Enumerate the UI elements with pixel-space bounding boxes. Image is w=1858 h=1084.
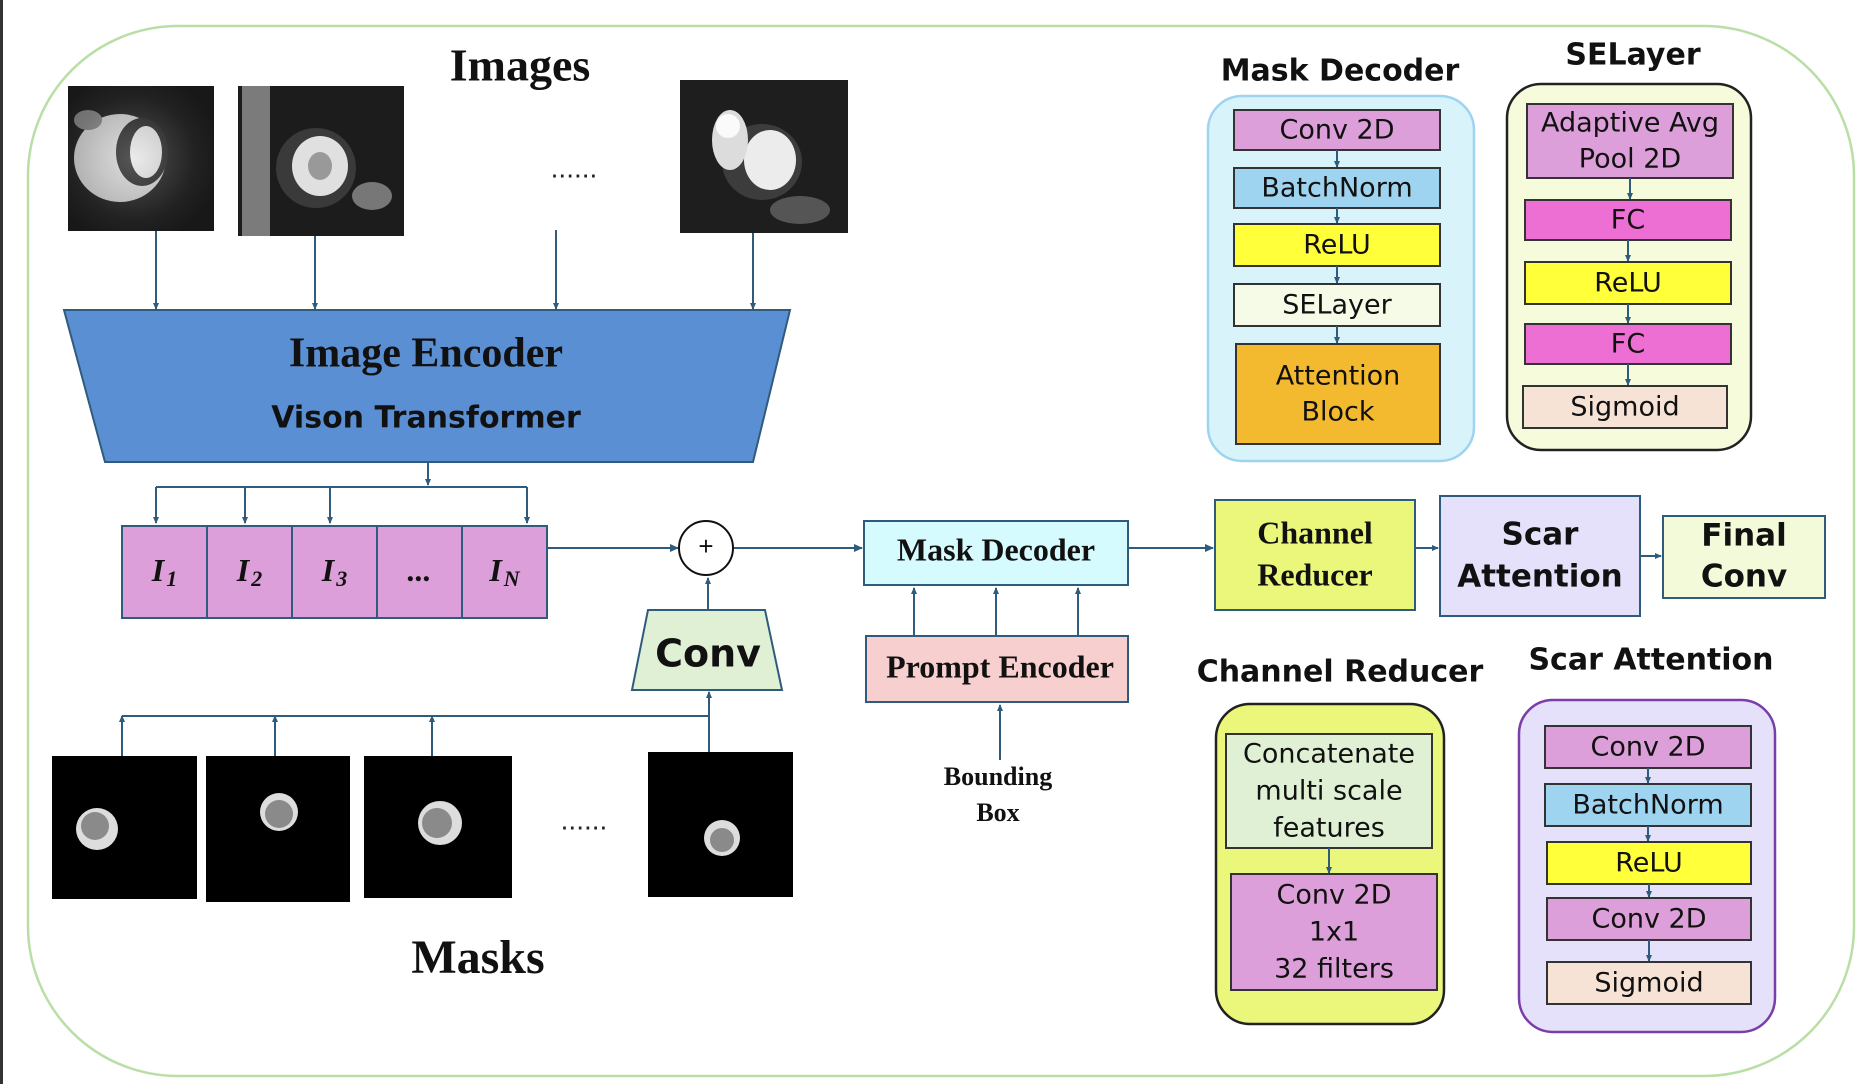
mask-image-1	[52, 756, 197, 899]
layer-box	[1522, 385, 1728, 429]
image-encoder-title: Image Encoder	[289, 331, 563, 377]
prompt-encoder-block	[865, 635, 1129, 703]
image-encoder	[62, 309, 792, 463]
layer-box	[1544, 725, 1752, 769]
conv-block	[630, 609, 784, 691]
layer-box	[1524, 261, 1732, 305]
layer-box	[1225, 733, 1433, 849]
layer-label: ReLU	[1615, 848, 1683, 879]
layer-label: SELayer	[1282, 290, 1392, 321]
layer-label: Adaptive Avg	[1541, 108, 1719, 139]
layer-box	[1546, 841, 1752, 885]
layer-label: ReLU	[1594, 268, 1662, 299]
plus-symbol: +	[698, 531, 713, 561]
token-cell	[461, 525, 548, 619]
token-label: IN	[488, 552, 520, 591]
mask-decoder-block	[863, 520, 1129, 586]
scar-attention-block	[1439, 495, 1641, 617]
final-conv-label-line2: Conv	[1701, 559, 1787, 595]
channel-reducer-label-line1: Channel	[1257, 514, 1373, 550]
mri-image-1	[68, 86, 214, 231]
token-label: I3	[321, 552, 347, 591]
layer-label: Sigmoid	[1570, 392, 1679, 423]
mask-image-3	[364, 756, 512, 898]
layer-label: FC	[1611, 205, 1645, 236]
token-cell	[291, 525, 378, 619]
layer-box	[1230, 873, 1438, 991]
layer-box	[1526, 103, 1734, 179]
channel-reducer-block	[1214, 499, 1416, 611]
token-sequence: I1 I2 I3... IN	[121, 525, 548, 619]
layer-label: Concatenate	[1243, 739, 1415, 770]
masks-to-conv-arrows	[119, 691, 712, 756]
conv-label: Conv	[655, 632, 761, 676]
image-encoder-subtitle: Vison Transformer	[271, 401, 581, 436]
scar-attention-panel-title: Scar Attention	[1528, 643, 1773, 678]
prompt-encoder-label: Prompt Encoder	[886, 648, 1114, 684]
layer-label: Sigmoid	[1594, 968, 1703, 999]
images-ellipsis: ......	[551, 152, 598, 183]
layer-label: 1x1	[1309, 917, 1359, 948]
layer-label: BatchNorm	[1261, 173, 1412, 204]
final-conv-label-line1: Final	[1701, 518, 1786, 554]
layer-label: Conv 2D	[1276, 880, 1391, 911]
layer-box	[1235, 343, 1441, 445]
layer-box	[1544, 783, 1752, 827]
bounding-box-label-line1: Bounding	[944, 762, 1052, 791]
image-to-encoder-arrows	[153, 230, 756, 310]
layer-box	[1233, 283, 1441, 327]
masks-title: Masks	[411, 931, 544, 984]
layer-box	[1546, 961, 1752, 1005]
layer-label: Attention	[1276, 361, 1401, 392]
token-cell	[121, 525, 208, 619]
layer-label: Conv 2D	[1279, 115, 1394, 146]
layer-label: Conv 2D	[1591, 904, 1706, 935]
mask-image-2	[206, 756, 350, 902]
scar-attention-label-line2: Attention	[1457, 559, 1623, 595]
plus-node	[678, 520, 734, 576]
encoder-to-tokens-arrows	[153, 462, 530, 524]
layer-label: 32 filters	[1274, 954, 1394, 985]
mask-decoder-label: Mask Decoder	[897, 531, 1095, 567]
selayer-panel-title: SELayer	[1565, 38, 1700, 73]
mri-image-3	[680, 80, 848, 233]
layer-label: multi scale	[1255, 776, 1402, 807]
images-title: Images	[450, 40, 591, 91]
final-conv-block	[1662, 515, 1826, 599]
layer-label: Conv 2D	[1590, 732, 1705, 763]
layer-label: FC	[1611, 329, 1645, 360]
masks-ellipsis: ......	[561, 804, 608, 835]
window-edge	[0, 0, 3, 1084]
outer-frame	[26, 24, 1856, 1078]
token-label: I1	[151, 552, 177, 591]
layer-label: features	[1273, 813, 1385, 844]
layer-label: BatchNorm	[1572, 790, 1723, 821]
layer-label: Pool 2D	[1579, 144, 1681, 175]
mri-image-2	[238, 86, 404, 236]
prompt-to-decoder-arrows	[911, 587, 1081, 760]
channel-reducer-panel-title: Channel Reducer	[1197, 655, 1484, 690]
token-label: ...	[408, 552, 432, 588]
scar-attention-label-line1: Scar	[1502, 517, 1580, 553]
token-cell	[376, 525, 463, 619]
layer-box	[1233, 109, 1441, 151]
layer-label: ReLU	[1303, 230, 1371, 261]
channel-reducer-label-line2: Reducer	[1257, 556, 1373, 592]
mask-decoder-panel-title: Mask Decoder	[1221, 54, 1460, 89]
token-label: I2	[236, 552, 262, 591]
layer-label: Block	[1301, 397, 1374, 428]
layer-box	[1233, 167, 1441, 209]
mask-image-4	[648, 752, 793, 897]
token-cell	[206, 525, 293, 619]
layer-box	[1524, 199, 1732, 241]
bounding-box-label-line2: Box	[976, 798, 1019, 827]
